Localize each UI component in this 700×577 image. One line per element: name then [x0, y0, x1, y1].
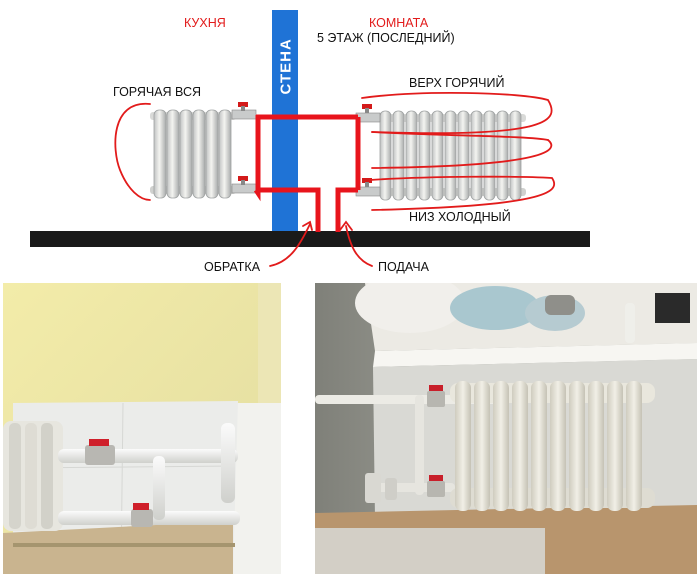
right-top-note: ВЕРХ ГОРЯЧИЙ: [409, 76, 505, 90]
supply-label: ПОДАЧА: [378, 260, 429, 274]
kitchen-radiator: [150, 109, 236, 199]
kitchen-radiator-photo: [3, 283, 281, 574]
return-label: ОБРАТКА: [204, 260, 261, 274]
room-label: КОМНАТА: [369, 16, 429, 30]
room-photo-radiator: [450, 381, 655, 511]
wall: [272, 10, 298, 232]
kitchen-valve-top: [231, 102, 257, 120]
room-radiator-photo: [315, 283, 697, 574]
pipework: [253, 114, 361, 232]
kitchen-label: КУХНЯ: [184, 16, 226, 30]
heating-diagram: КУХНЯ КОМНАТА 5 ЭТАЖ (ПОСЛЕДНИЙ) СТЕНА Г…: [0, 0, 700, 280]
left-radiator-note: ГОРЯЧАЯ ВСЯ: [113, 85, 202, 99]
wall-label: СТЕНА: [277, 38, 295, 95]
floor-note: 5 ЭТАЖ (ПОСЛЕДНИЙ): [317, 31, 455, 45]
room-photo-canvas: [315, 283, 697, 574]
floor-slab: [30, 231, 590, 247]
kitchen-photo-canvas: [3, 283, 281, 574]
annotation-scribbles: [114, 92, 556, 267]
right-bottom-note: НИЗ ХОЛОДНЫЙ: [409, 210, 511, 224]
diagram-canvas: [30, 10, 590, 267]
room-radiator: [376, 110, 526, 201]
kitchen-valve-bottom: [231, 176, 257, 194]
